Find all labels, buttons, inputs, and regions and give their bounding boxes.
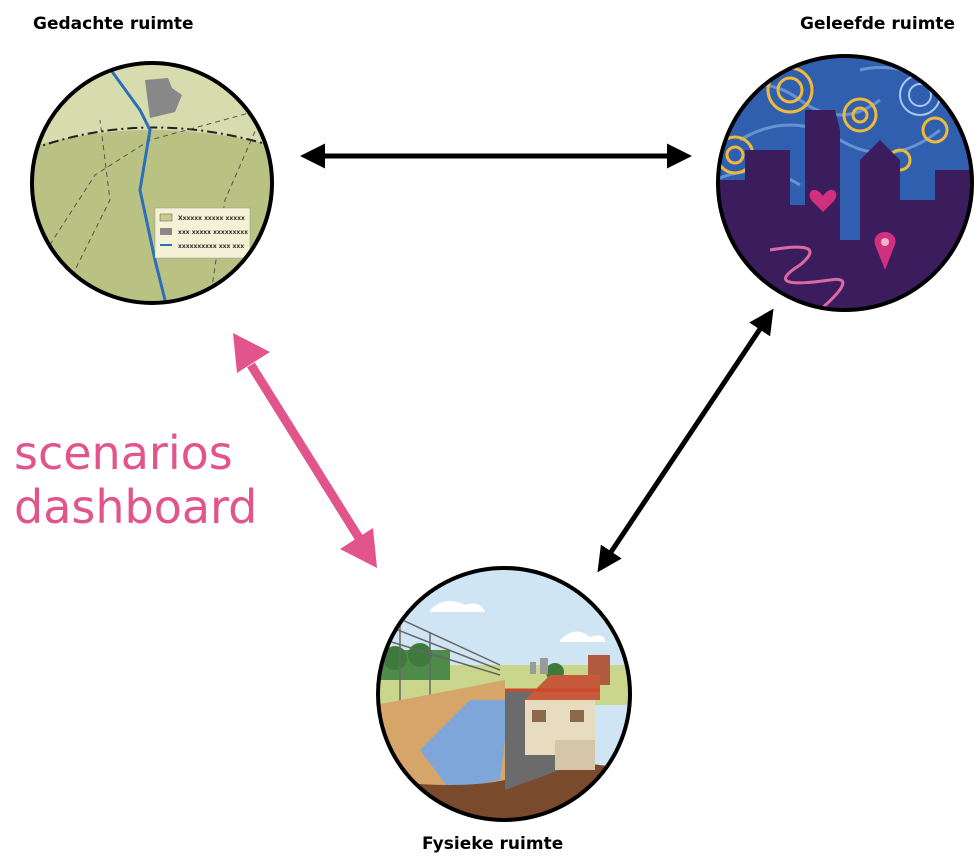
physical-space-label: Fysieke ruimte [422,834,564,854]
thought-space-label: Gedachte ruimte [33,14,194,34]
city-circle-border [716,54,974,312]
landscape-illustration: pbl.nl [378,568,630,820]
map-legend-item-1: Xxxxxx xxxxx xxxxx [178,215,245,222]
lived-space-label: Geleefde ruimte [800,14,956,34]
map-circle-border [30,61,274,305]
landscape-circle-border [376,566,632,822]
arrow-thought-physical [233,333,377,568]
night-city-illustration [718,56,972,310]
map-legend-item-3: xxxxxxxxxx xxx xxx [178,243,244,250]
dashboard-text: dashboard [14,480,258,534]
scenarios-text: scenarios [14,426,233,480]
map-legend-item-2: xxx xxxxx xxxxxxxxx [178,229,248,236]
arrow-lived-physical [597,308,774,573]
map-illustration: Xxxxxx xxxxx xxxxx xxx xxxxx xxxxxxxxx x… [32,63,272,303]
